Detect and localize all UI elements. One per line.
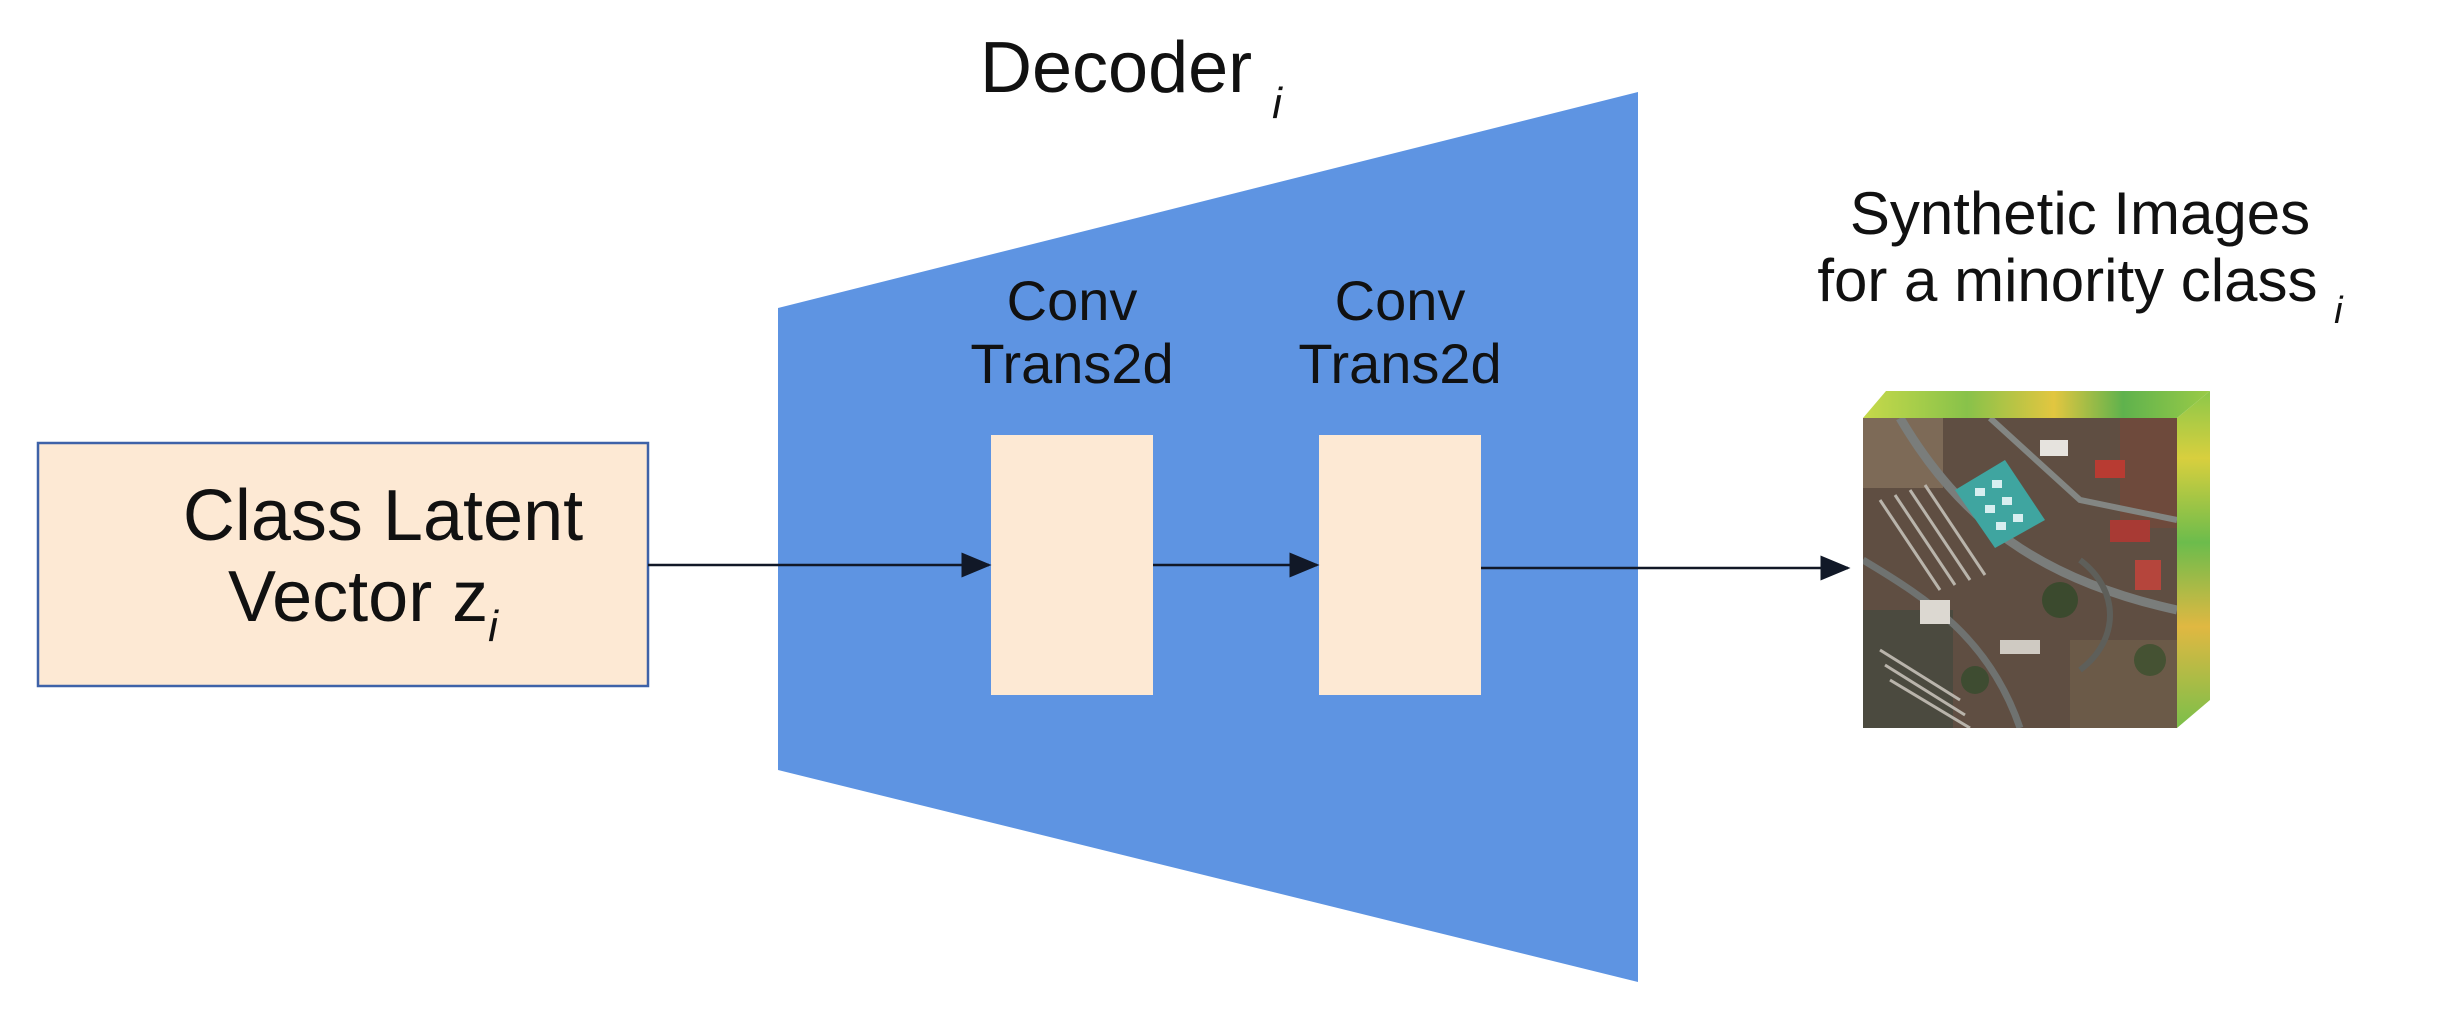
layer2-label: Conv Trans2d	[1280, 269, 1520, 395]
decoder-title-text: Decoder	[980, 28, 1253, 108]
conv-trans2d-layer-2	[1319, 435, 1481, 695]
output-label: Synthetic Images for a minority class i	[1760, 180, 2400, 332]
layer2-label-line1: Conv	[1334, 269, 1466, 332]
decoder-title: Decoder i	[980, 28, 1282, 128]
decoder-title-subscript: i	[1272, 79, 1282, 128]
layer1-label: Conv Trans2d	[952, 269, 1192, 395]
output-label-subscript: i	[2334, 290, 2343, 333]
output-label-line1: Synthetic Images	[1849, 180, 2311, 247]
input-box-label: Class Latent Vector zi	[38, 476, 648, 651]
input-box-line1: Class Latent	[182, 476, 584, 556]
input-box-subscript: i	[488, 601, 498, 651]
layer2-label-line2: Trans2d	[1298, 331, 1502, 395]
decoder-block	[778, 92, 1638, 982]
output-label-line2: for a minority class	[1817, 247, 2318, 315]
input-box-line2: Vector z	[228, 556, 489, 637]
conv-trans2d-layer-1	[991, 435, 1153, 695]
hyperspectral-image-cube-icon	[1863, 391, 2210, 728]
layer1-label-line2: Trans2d	[970, 331, 1174, 395]
layer1-label-line1: Conv	[1006, 269, 1138, 332]
